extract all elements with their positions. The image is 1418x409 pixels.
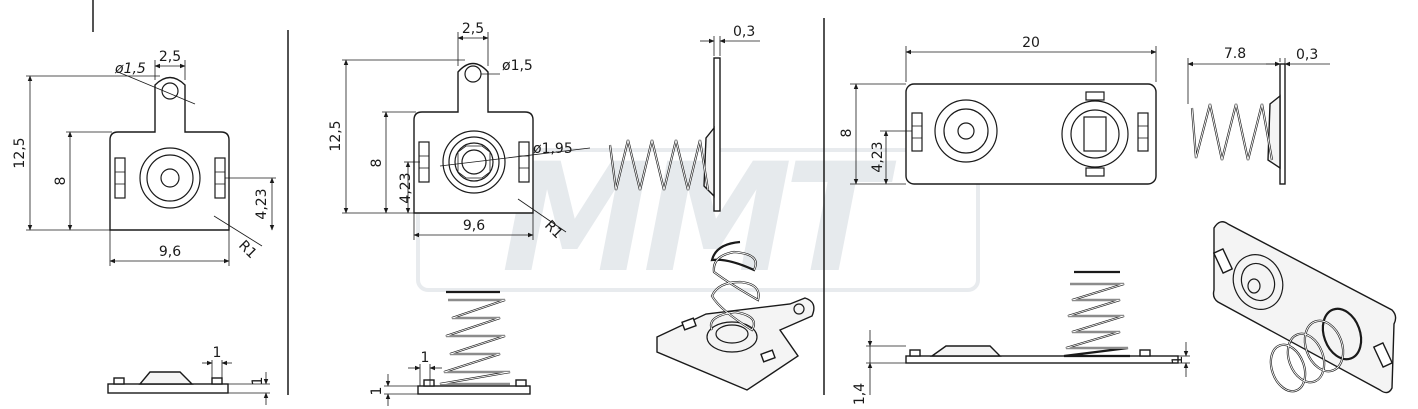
middle-spring-side-view: 1 1 (369, 290, 531, 406)
dim-hole-dia-middle: ø1,5 (502, 58, 533, 74)
dim-total-height-middle: 12,5 (328, 120, 344, 151)
dim-slot-offset-middle: 4,23 (398, 172, 414, 203)
dim-body-height: 8 (53, 177, 69, 186)
dim-bottom-left-middle: 1 (369, 387, 385, 396)
right-contact-isometric-view (1212, 221, 1397, 394)
dim-bottom-small-middle: 1 (421, 350, 430, 366)
left-contact-side-view: 1 1 (107, 345, 270, 405)
dim-bottom-left-right: 1,4 (852, 383, 868, 405)
dim-radius: R1 (235, 238, 259, 262)
dim-total-height: 12,5 (12, 137, 28, 168)
dim-height-right: 8 (839, 129, 855, 138)
dim-bottom-small: 1 (213, 345, 222, 361)
middle-contact-front-view: 2,5 ø1,5 ø1,95 12,5 8 4,23 9,6 R1 (328, 21, 591, 242)
dim-depth: 7.8 (1224, 46, 1246, 62)
dim-hole-dia: ø1,5 (114, 61, 146, 77)
dim-thickness-right: 0,3 (1296, 47, 1318, 63)
left-contact-front-view: 2,5 ø1,5 12,5 8 4,23 R1 9,6 (12, 49, 276, 266)
middle-contact-isometric-view (656, 240, 815, 391)
dim-slot-offset-right: 4,23 (870, 141, 886, 172)
watermark-text: MMT (502, 132, 898, 306)
dim-bottom-right: 1 (250, 377, 266, 386)
dim-tab-width-middle: 2,5 (462, 21, 484, 37)
right-contact-front-view: 20 8 4,23 (839, 35, 1157, 185)
dim-body-height-middle: 8 (369, 159, 385, 168)
dim-width-middle: 9,6 (463, 218, 485, 234)
dim-length: 20 (1022, 35, 1040, 51)
dim-thickness-middle: 0,3 (733, 24, 755, 40)
dim-width: 9,6 (159, 244, 181, 260)
right-contact-bottom-view: 1,4 1 (852, 270, 1190, 405)
dim-tab-width: 2,5 (159, 49, 181, 65)
right-contact-side-view: 7.8 0,3 (1187, 46, 1330, 185)
dim-bottom-right-right: 1 (1170, 356, 1186, 365)
dim-slot-offset: 4,23 (254, 188, 270, 219)
dim-boss-dia: ø1,95 (533, 141, 573, 157)
middle-contact-side-view: 0,3 (608, 24, 760, 212)
